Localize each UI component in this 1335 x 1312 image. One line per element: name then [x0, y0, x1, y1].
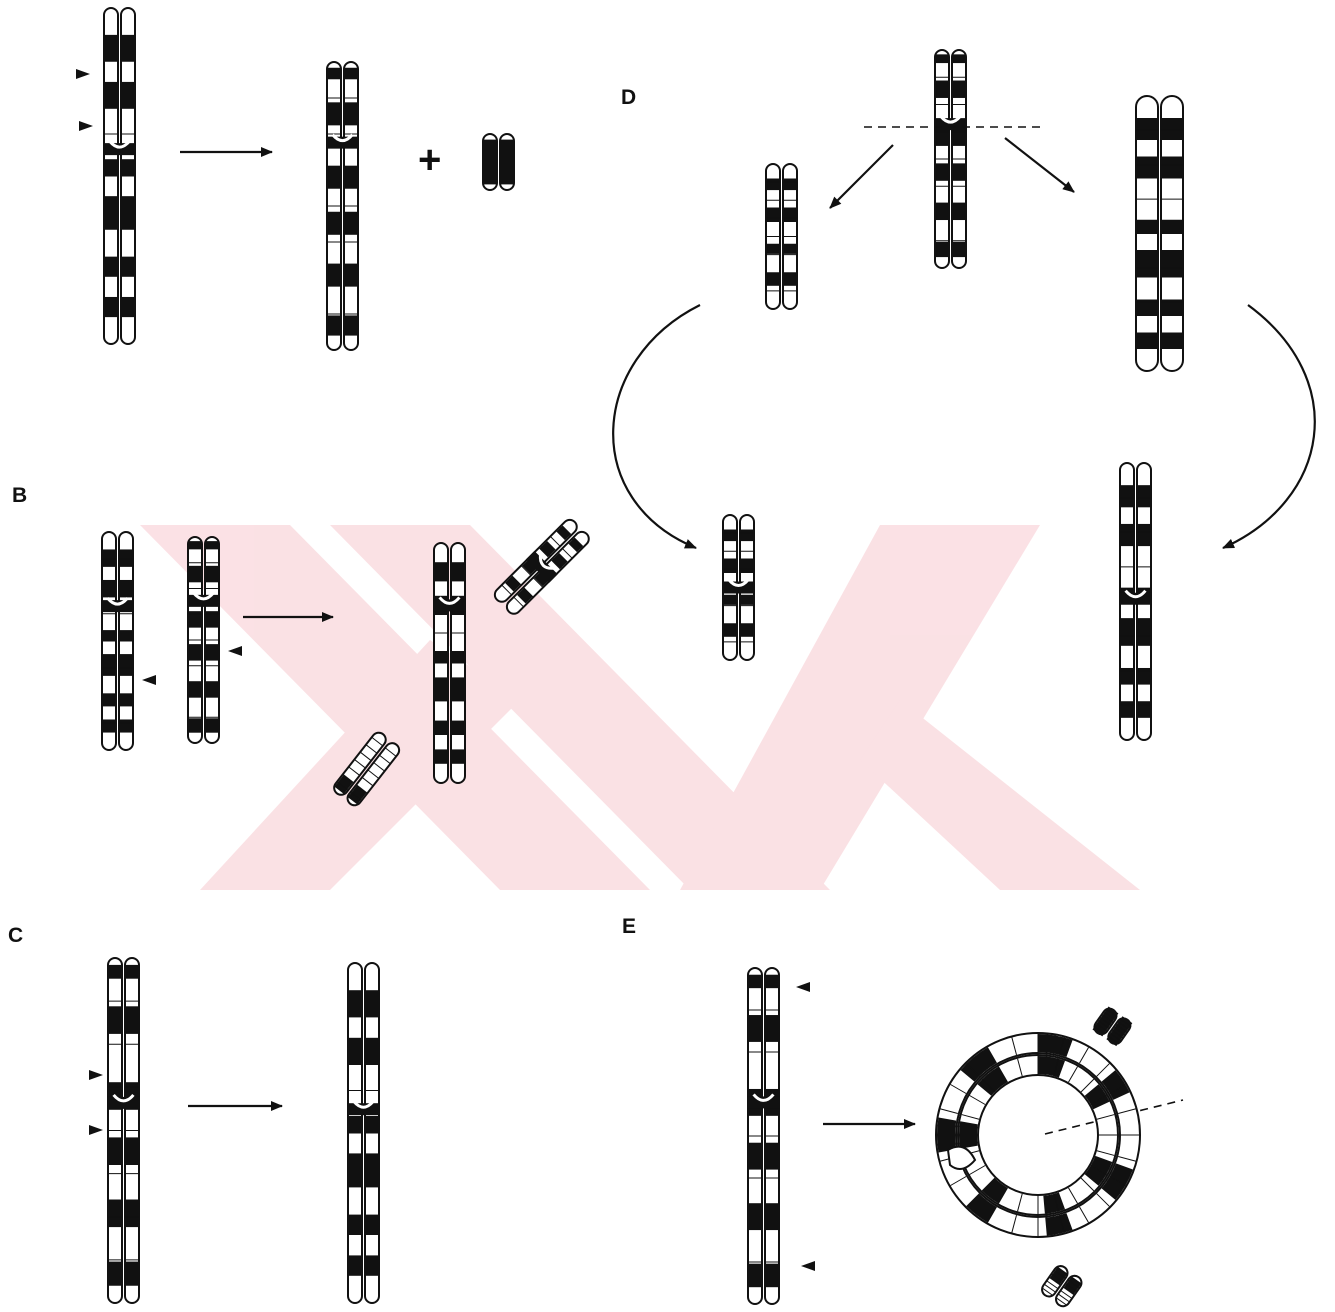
chromosome-d-original [934, 50, 967, 268]
breakpoint-marker-a1 [76, 69, 90, 79]
breakpoint-marker-a2 [79, 121, 93, 131]
panel-label-d: D [621, 86, 636, 110]
fragment-e-upper [1092, 1006, 1133, 1047]
chromosome-a-deleted [326, 62, 359, 350]
chromosome-e-original [747, 968, 780, 1304]
panel-label-b: B [12, 484, 27, 508]
chromosome-a-original [103, 8, 136, 344]
ring-chromosome [937, 1034, 1139, 1236]
chromosome-c-original [107, 958, 140, 1303]
chromosome-d-long-arm [1136, 96, 1183, 371]
curved-arrow-d-right [1223, 305, 1315, 548]
chromosomes-layer [101, 8, 1183, 1309]
chromosome-b-left [101, 532, 134, 750]
panel-label-e: E [622, 915, 636, 939]
chromosome-c-inverted [347, 963, 380, 1303]
breakpoint-marker-e2 [801, 1261, 815, 1271]
arrow-d-left [830, 145, 893, 208]
breakpoint-marker-c2 [89, 1125, 103, 1135]
isochromosome-d-short [722, 515, 755, 660]
arrow-d-right [1005, 138, 1074, 192]
breakpoint-marker-e1 [796, 982, 810, 992]
curved-arrow-d-left [613, 305, 700, 548]
breakpoint-marker-b2 [228, 646, 242, 656]
breakpoint-marker-c1 [89, 1070, 103, 1080]
chromosome-d-short-arm [766, 164, 797, 309]
isochromosome-d-long [1119, 463, 1152, 740]
fragment-e-lower [1039, 1263, 1084, 1309]
breakpoint-marker-b1 [142, 675, 156, 685]
fragment-a [483, 134, 514, 190]
plus-sign: + [418, 138, 441, 183]
panel-label-c: C [8, 924, 23, 948]
watermark [140, 525, 1140, 890]
